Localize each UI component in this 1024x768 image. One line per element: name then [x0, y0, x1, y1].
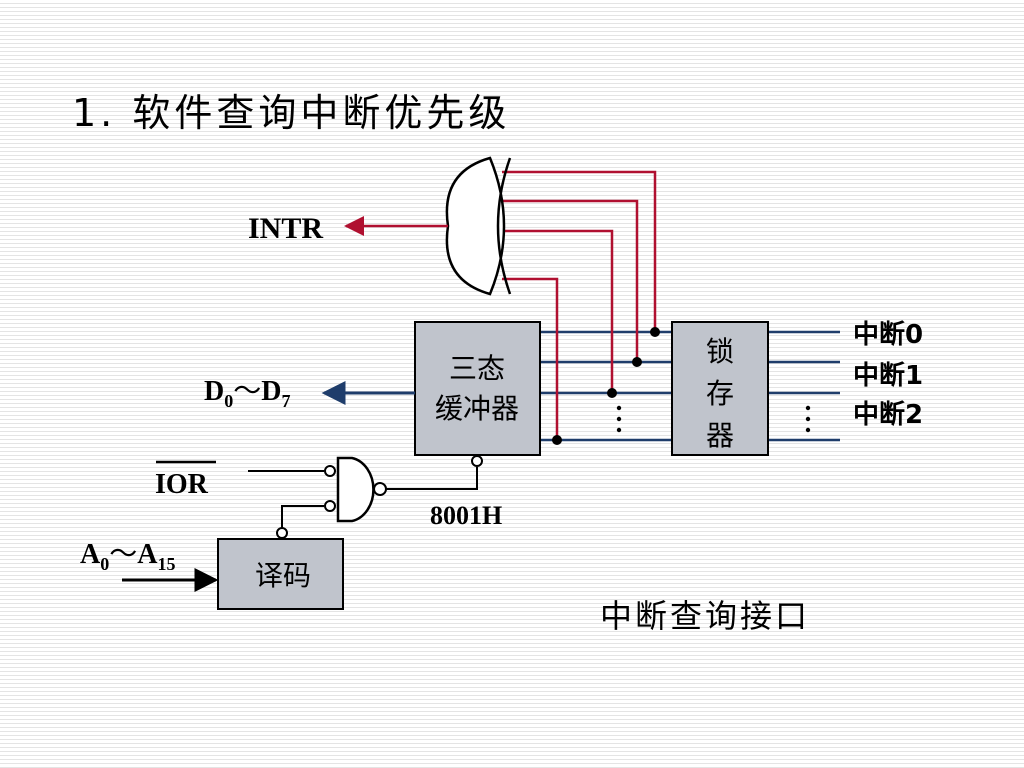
junction-dot-1 [632, 357, 642, 367]
ior-label: IOR [155, 469, 209, 500]
decoder-to-nand-wire [281, 505, 324, 528]
nand-gate [336, 456, 375, 523]
interrupt-label-0: 中断0 [853, 319, 923, 350]
or-wire-1 [497, 199, 639, 362]
or-gate-back-curve [496, 157, 512, 295]
or-wire-2 [496, 229, 614, 393]
interrupt-label-1: 中断1 [853, 360, 923, 391]
decoder-input-bubble [324, 500, 336, 512]
nand-to-buffer-wire [386, 467, 478, 490]
junction-dot-0 [650, 327, 660, 337]
decoder-block [217, 538, 344, 610]
latch-block [671, 321, 769, 456]
ior-input-bubble [324, 465, 336, 477]
nand-gate-output-bubble [373, 482, 387, 496]
latch-label-line1: 锁 [706, 335, 734, 368]
internal-bus-lines [540, 330, 672, 442]
ellipsis-dot [805, 405, 811, 411]
data-bus-label: D0～D7 [204, 376, 290, 411]
ellipsis-dot [616, 416, 622, 422]
buffer-label-line1: 三态 [449, 352, 505, 385]
junction-dots [552, 327, 660, 445]
diagram-caption: 中断查询接口 [600, 597, 810, 635]
junction-dot-3 [552, 435, 562, 445]
slide-title: 1. 软件查询中断优先级 [72, 91, 511, 135]
port-address-label: 8001H [430, 501, 502, 530]
or-gate-input-wires [496, 170, 657, 440]
tristate-buffer-block [414, 321, 541, 456]
junction-dot-2 [607, 388, 617, 398]
decoder-output-bubble [276, 527, 288, 539]
buffer-enable-bubble [471, 455, 483, 467]
decoder-label: 译码 [255, 559, 311, 592]
ellipsis-dot [805, 416, 811, 422]
ellipsis-dots [616, 405, 811, 433]
ellipsis-dot [616, 405, 622, 411]
ellipsis-dot [805, 427, 811, 433]
or-wire-3 [502, 277, 559, 440]
or-wire-0 [502, 170, 657, 332]
or-gate [445, 156, 506, 296]
intr-label: INTR [248, 212, 323, 245]
latch-label-line3: 器 [706, 419, 734, 452]
interrupt-input-lines [768, 330, 840, 442]
latch-label-line2: 存 [706, 377, 734, 410]
ellipsis-dot [616, 427, 622, 433]
buffer-label-line2: 缓冲器 [435, 392, 519, 425]
interrupt-label-2: 中断2 [853, 399, 923, 430]
address-bus-label: A0～A15 [80, 539, 175, 574]
